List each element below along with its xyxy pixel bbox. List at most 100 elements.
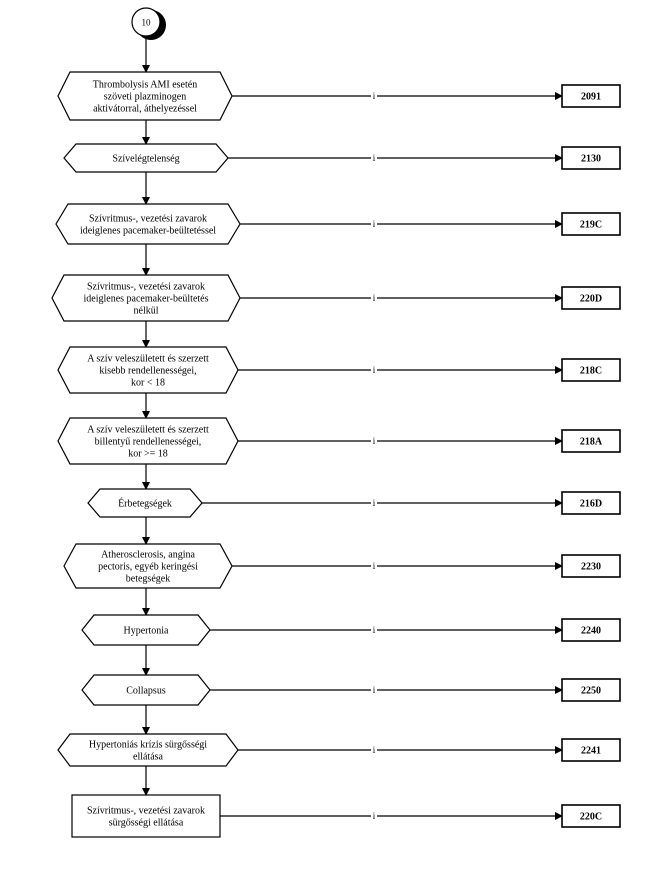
code-box-frame [561, 212, 621, 236]
decision-hexagon [63, 143, 229, 173]
yes-branch-label: i [373, 436, 376, 446]
code-box-frame [561, 738, 621, 762]
code-box-frame [561, 429, 621, 453]
result-code-box: 219C [561, 212, 621, 236]
code-label: 2091 [581, 92, 601, 103]
node-label-line: Atherosclerosis, angina [101, 550, 195, 561]
decision-node-n6: A szív veleszületett és szerzettbillenty… [57, 417, 239, 465]
code-box-frame [561, 618, 621, 642]
node-label-line: Collapsus [126, 686, 166, 697]
result-code-box: 216D [561, 491, 621, 515]
code-label: 218A [580, 437, 603, 448]
node-label-line: ideiglenes pacemaker-beültetés [83, 294, 208, 305]
yes-branch-label: i [373, 685, 376, 695]
decision-hexagon [55, 203, 241, 245]
code-box-frame [561, 491, 621, 515]
yes-label-bg [371, 436, 377, 446]
decision-node-n10: Collapsus [81, 674, 211, 706]
yes-branch-label: i [373, 498, 376, 508]
result-code-box: 2230 [561, 554, 621, 578]
code-label: 2250 [581, 686, 601, 697]
node-label-line: Érbetegségek [118, 498, 172, 510]
connector-label: 10 [142, 18, 152, 28]
result-code-box: 2091 [561, 84, 621, 108]
process-box [71, 794, 221, 838]
code-box-frame [561, 554, 621, 578]
node-label-line: billentyű rendellenességei, [95, 437, 202, 448]
result-code-box: 220C [561, 804, 621, 828]
node-label-line: Hypertonia [124, 626, 170, 637]
decision-hexagon [81, 674, 211, 706]
decision-node-n7: Érbetegségek [87, 488, 203, 518]
code-box-frame [561, 286, 621, 310]
code-box-frame [561, 804, 621, 828]
yes-branch-label: i [373, 365, 376, 375]
yes-label-bg [371, 219, 377, 229]
node-label-line: A szív veleszületett és szerzett [87, 425, 209, 436]
code-label: 2130 [581, 154, 601, 165]
code-label: 220C [580, 812, 602, 823]
code-label: 2230 [581, 562, 601, 573]
code-label: 216D [580, 499, 602, 510]
yes-label-bg [371, 625, 377, 635]
decision-node-n3: Szívritmus-, vezetési zavarokideiglenes … [55, 203, 241, 245]
result-code-box: 2130 [561, 146, 621, 170]
node-label-line: Szívelégtelenség [112, 154, 179, 165]
code-box-frame [561, 358, 621, 382]
result-code-box: 218A [561, 429, 621, 453]
decision-hexagon [57, 71, 233, 121]
node-label-line: nélkül [134, 306, 159, 317]
yes-label-bg [371, 685, 377, 695]
result-code-box: 218C [561, 358, 621, 382]
yes-label-bg [371, 365, 377, 375]
yes-label-bg [371, 561, 377, 571]
node-label-line: betegségek [126, 574, 170, 585]
yes-label-bg [371, 153, 377, 163]
node-label-line: Szívritmus-, vezetési zavarok [89, 214, 207, 225]
yes-branch-label: i [373, 561, 376, 571]
yes-label-bg [371, 745, 377, 755]
node-label-line: aktivátorral, áthelyezéssel [93, 104, 197, 115]
node-label-line: kisebb rendellenességei, [99, 366, 196, 377]
yes-label-bg [371, 811, 377, 821]
yes-label-bg [371, 91, 377, 101]
code-box-frame [561, 146, 621, 170]
decision-hexagon [51, 274, 241, 322]
result-code-box: 220D [561, 286, 621, 310]
code-label: 218C [580, 366, 602, 377]
node-label-line: Szívritmus-, vezetési zavarok [87, 282, 205, 293]
decision-hexagon [63, 543, 233, 589]
decision-node-n12: Szívritmus-, vezetési zavaroksürgősségi … [71, 794, 221, 838]
node-label-line: kor >= 18 [128, 449, 168, 460]
decision-hexagon [81, 614, 211, 646]
node-label-line: sürgősségi ellátása [109, 818, 184, 829]
yes-label-bg [371, 498, 377, 508]
yes-branch-label: i [373, 811, 376, 821]
decision-node-n2: Szívelégtelenség [63, 143, 229, 173]
decision-node-n4: Szívritmus-, vezetési zavarokideiglenes … [51, 274, 241, 322]
code-label: 220D [580, 294, 602, 305]
decision-node-n9: Hypertonia [81, 614, 211, 646]
yes-branch-label: i [373, 625, 376, 635]
result-code-box: 2250 [561, 678, 621, 702]
decision-hexagon [57, 346, 239, 394]
page-connector: 10 [131, 7, 166, 40]
code-box-frame [561, 678, 621, 702]
result-code-box: 2241 [561, 738, 621, 762]
yes-branch-label: i [373, 293, 376, 303]
result-code-box: 2240 [561, 618, 621, 642]
node-label-line: Szívritmus-, vezetési zavarok [87, 806, 205, 817]
node-label-line: kor < 18 [131, 378, 165, 389]
node-label-line: szöveti plazminogen [104, 92, 186, 103]
decision-hexagon [57, 417, 239, 465]
node-label-line: ellátása [133, 752, 164, 763]
node-label-line: pectoris, egyéb keringési [98, 562, 198, 573]
code-label: 219C [580, 220, 602, 231]
code-label: 2241 [581, 746, 601, 757]
code-box-frame [561, 84, 621, 108]
